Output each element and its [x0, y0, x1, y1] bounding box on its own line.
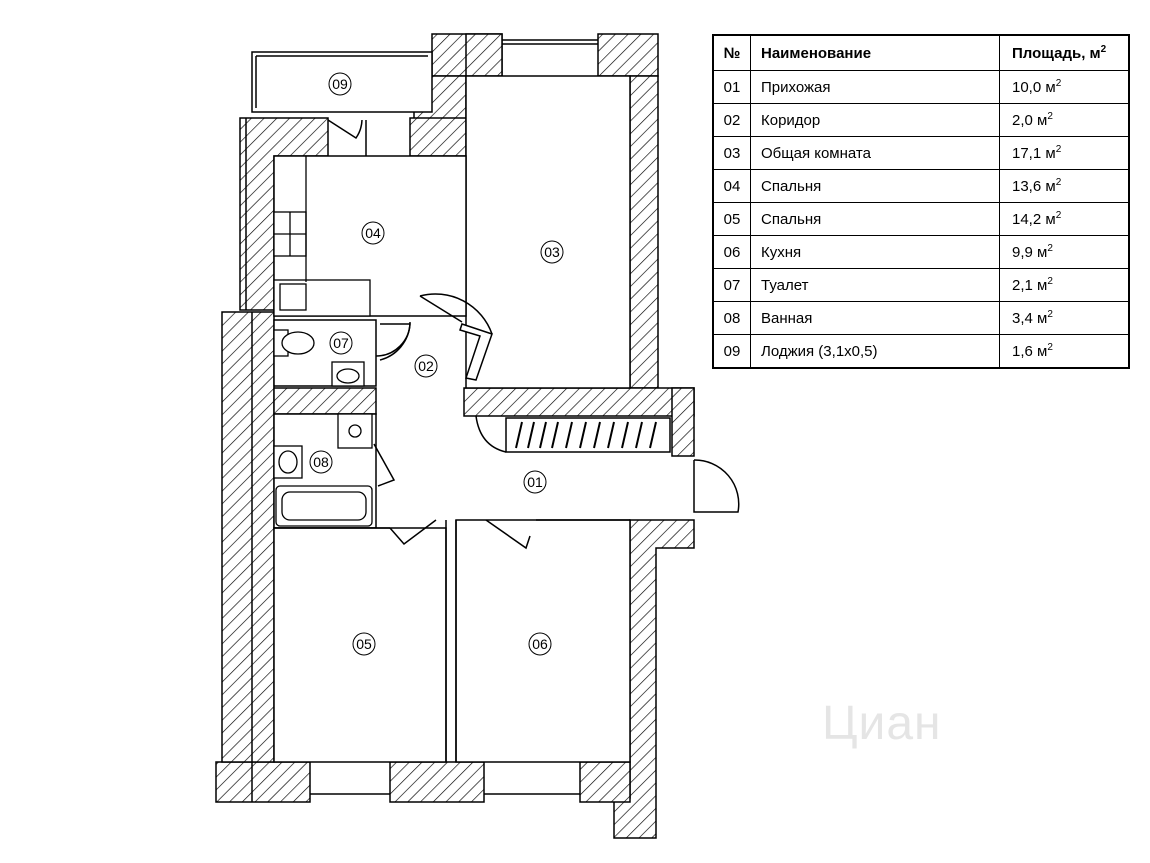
room-label-05: 05 — [352, 632, 376, 656]
row-num: 04 — [712, 169, 751, 203]
svg-text:07: 07 — [333, 335, 349, 351]
row-name: Ванная — [750, 301, 1000, 335]
row-num: 08 — [712, 301, 751, 335]
svg-text:04: 04 — [365, 225, 381, 241]
header-name: Наименование — [750, 34, 1000, 71]
row-name: Кухня — [750, 235, 1000, 269]
walls — [215, 33, 695, 839]
row-name: Лоджия (3,1х0,5) — [750, 334, 1000, 369]
row-area: 2,0 м2 — [999, 103, 1130, 137]
wardrobe — [475, 415, 671, 453]
row-num: 02 — [712, 103, 751, 137]
row-name: Спальня — [750, 202, 1000, 236]
row-num: 07 — [712, 268, 751, 302]
row-name: Спальня — [750, 169, 1000, 203]
room-label-03: 03 — [540, 240, 564, 264]
svg-text:05: 05 — [356, 636, 372, 652]
header-num: № — [712, 34, 751, 71]
row-num: 09 — [712, 334, 751, 369]
fixtures — [273, 156, 373, 527]
row-num: 03 — [712, 136, 751, 170]
room-label-02: 02 — [414, 354, 438, 378]
room-label-06: 06 — [528, 632, 552, 656]
row-area: 3,4 м2 — [999, 301, 1130, 335]
row-name: Коридор — [750, 103, 1000, 137]
room-label-08: 08 — [309, 450, 333, 474]
row-num: 06 — [712, 235, 751, 269]
svg-text:09: 09 — [332, 76, 348, 92]
svg-text:03: 03 — [544, 244, 560, 260]
room-label-01: 01 — [523, 470, 547, 494]
room-label-07: 07 — [329, 331, 353, 355]
row-num: 01 — [712, 70, 751, 104]
row-name: Туалет — [750, 268, 1000, 302]
row-num: 05 — [712, 202, 751, 236]
svg-text:06: 06 — [532, 636, 548, 652]
row-name: Прихожая — [750, 70, 1000, 104]
header-area: Площадь, м2 — [999, 34, 1130, 71]
svg-text:08: 08 — [313, 454, 329, 470]
row-name: Общая комната — [750, 136, 1000, 170]
watermark: Циан — [822, 697, 942, 750]
row-area: 1,6 м2 — [999, 334, 1130, 369]
svg-text:02: 02 — [418, 358, 434, 374]
row-area: 14,2 м2 — [999, 202, 1130, 236]
room-label-09: 09 — [328, 72, 352, 96]
row-area: 2,1 м2 — [999, 268, 1130, 302]
table-header: № Наименование Площадь, м2 — [712, 34, 1130, 71]
row-area: 17,1 м2 — [999, 136, 1130, 170]
row-area: 13,6 м2 — [999, 169, 1130, 203]
svg-text:01: 01 — [527, 474, 543, 490]
row-area: 9,9 м2 — [999, 235, 1130, 269]
room-label-04: 04 — [361, 221, 385, 245]
doors — [327, 119, 740, 550]
room-labels: 09 04 03 07 02 08 01 05 06 — [309, 72, 564, 656]
row-area: 10,0 м2 — [999, 70, 1130, 104]
